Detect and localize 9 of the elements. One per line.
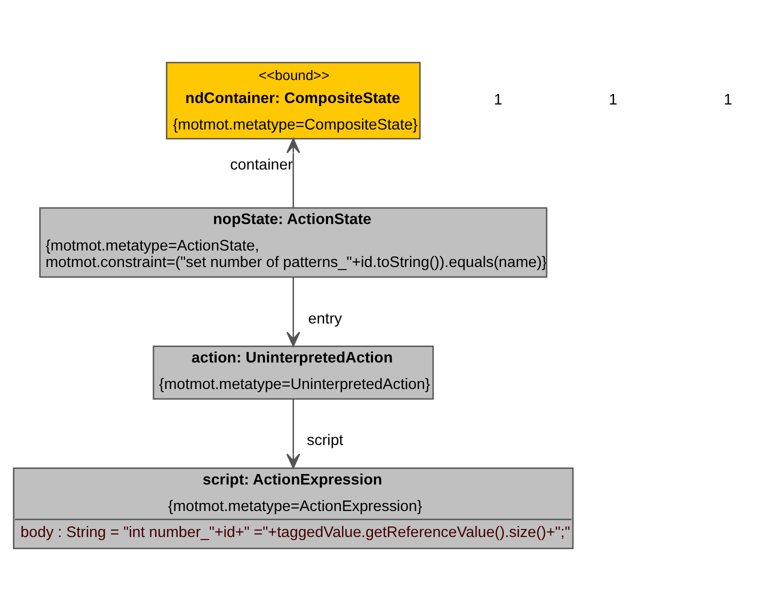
arrow bbox=[286, 276, 300, 346]
label: 1 bbox=[608, 90, 618, 108]
arrow bbox=[286, 138, 300, 208]
label: 1 bbox=[724, 90, 732, 108]
edge-label: container bbox=[230, 156, 293, 173]
arrow bbox=[286, 398, 300, 468]
label: 1 bbox=[494, 90, 502, 108]
edge-label: entry bbox=[308, 310, 342, 327]
edge-label: script bbox=[306, 432, 344, 449]
